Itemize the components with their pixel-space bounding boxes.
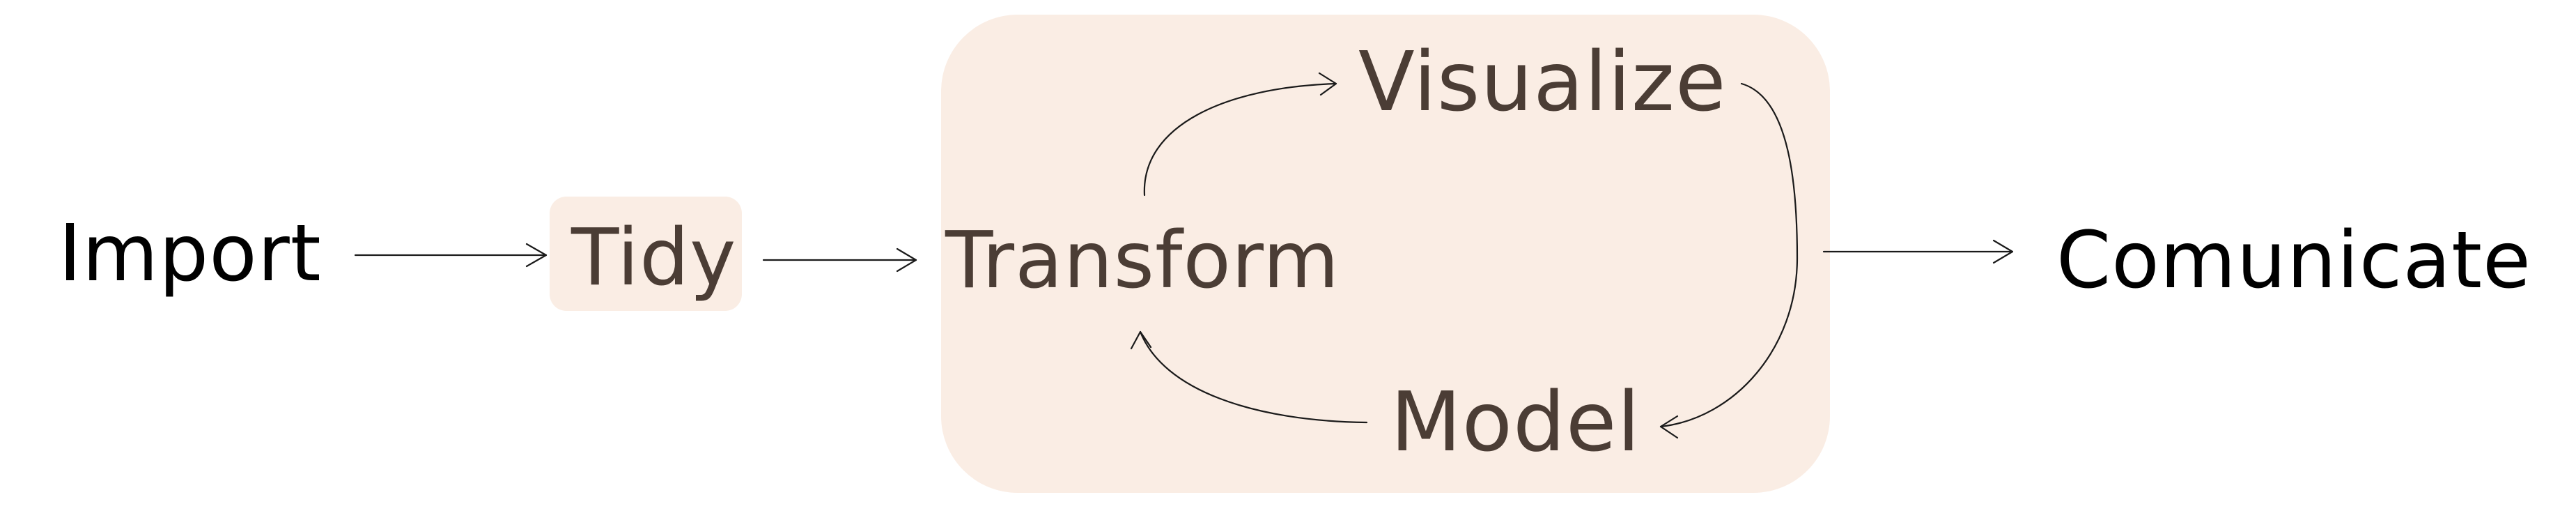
tidy-box: [550, 197, 742, 311]
arrow-transform-to-visualize: [1143, 72, 1337, 197]
visualize-label: Visualize: [1358, 33, 1727, 130]
arrow-visualize-to-model: [1659, 82, 1799, 439]
transform-label: Transform: [945, 215, 1340, 306]
model-label: Model: [1390, 374, 1641, 470]
arrow-to-communicate: [1822, 239, 2014, 264]
tidy-label: Tidy: [571, 213, 737, 303]
arrow-import-to-tidy: [354, 243, 548, 268]
import-label: Import: [59, 208, 322, 299]
communicate-label: Comunicate: [2056, 215, 2531, 306]
arrow-tidy-to-transform: [762, 247, 917, 273]
explore-cycle-box: [941, 15, 1830, 493]
arrow-model-to-transform: [1130, 330, 1368, 424]
